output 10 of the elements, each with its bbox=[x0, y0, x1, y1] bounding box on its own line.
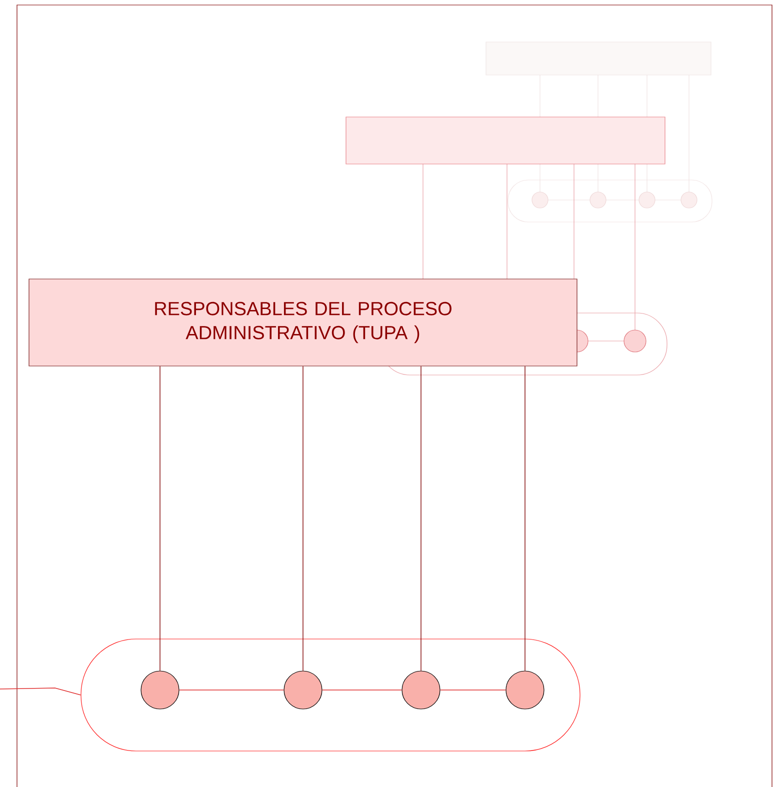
connector-line bbox=[420, 366, 422, 672]
connector-line bbox=[302, 366, 304, 672]
connector-line bbox=[0, 688, 82, 696]
rounded-band bbox=[80, 638, 580, 752]
circle bbox=[506, 670, 544, 710]
circle bbox=[284, 670, 322, 710]
connector-line bbox=[524, 366, 526, 672]
circle bbox=[140, 670, 180, 710]
circle bbox=[402, 670, 440, 710]
process-box: RESPONSABLES DEL PROCESO ADMINISTRATIVO (TUPA ) bbox=[28, 278, 578, 366]
